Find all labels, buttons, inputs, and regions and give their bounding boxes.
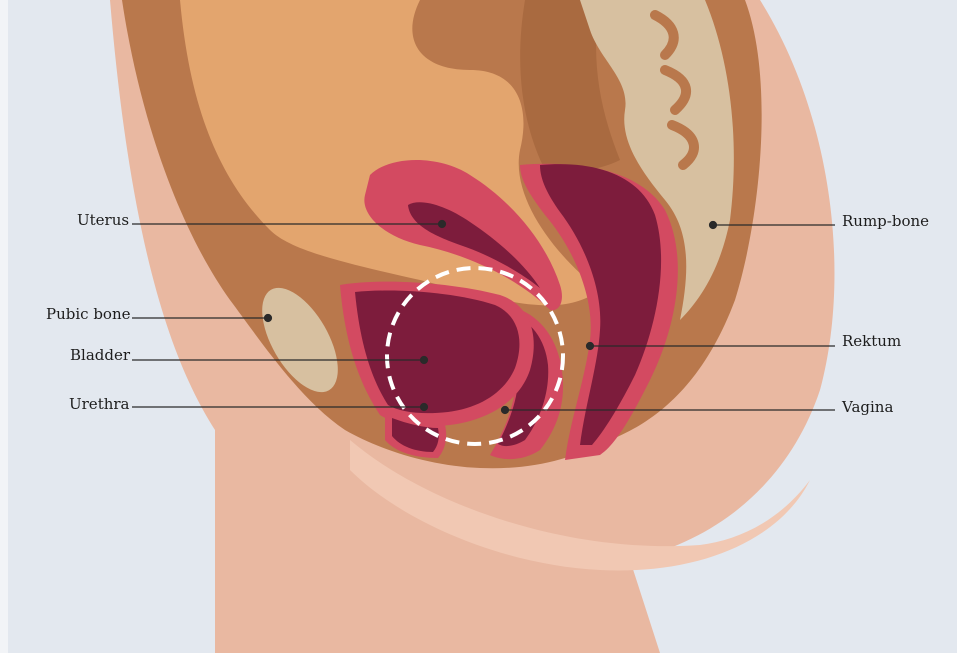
rektum-dot — [587, 343, 594, 350]
label-vagina: Vagina — [842, 398, 893, 416]
urethra-dot — [421, 404, 428, 411]
label-rektum: Rektum — [842, 332, 901, 350]
rump-bone-dot — [710, 222, 717, 229]
label-urethra: Urethra — [69, 395, 130, 413]
label-rump-bone: Rump-bone — [842, 212, 929, 230]
label-uterus: Uterus — [77, 211, 129, 229]
bladder-dot — [421, 357, 428, 364]
label-pubic-bone: Pubic bone — [46, 305, 131, 323]
vagina-dot — [502, 407, 509, 414]
uterus-dot — [439, 221, 446, 228]
pubic-bone-dot — [265, 315, 272, 322]
label-bladder: Bladder — [70, 346, 130, 364]
